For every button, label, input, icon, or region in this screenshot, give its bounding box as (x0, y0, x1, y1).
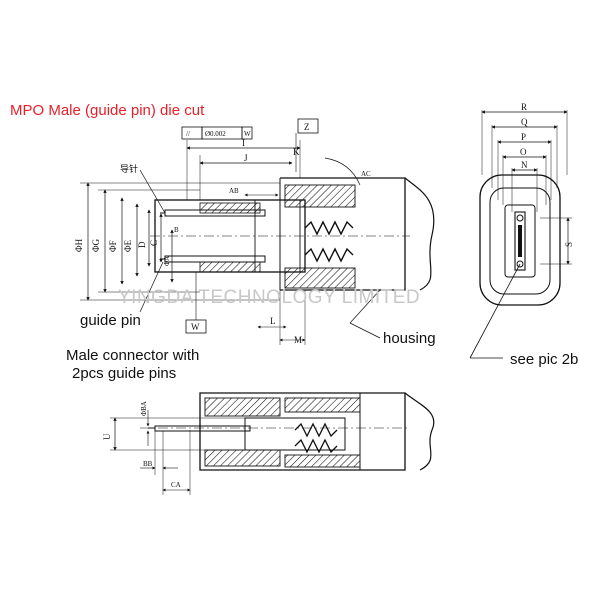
dim-z: Z (304, 122, 310, 132)
dim-phi-a: ΦA (163, 256, 171, 266)
dim-j: J (244, 153, 248, 163)
left-dimensions: ΦH ΦG ΦF ΦE D C ΦA B (74, 182, 280, 301)
spring (304, 220, 354, 263)
lower-view: ΦBA U BB CA (102, 392, 435, 495)
dim-phi-g: ΦG (91, 238, 101, 252)
dim-i: I (242, 138, 245, 148)
watermark: YINGDA TECHNOLOGY LIMITED (118, 287, 420, 308)
housing-callout: housing (383, 330, 436, 347)
tolerance-frame: // Ø0.002 W (181, 126, 253, 140)
dim-d: D (137, 241, 147, 248)
dim-ca: CA (171, 481, 181, 489)
dim-bb: BB (143, 460, 153, 468)
end-view: R Q P O N S see pic 2b (469, 102, 578, 368)
dim-l: L (270, 316, 276, 326)
see-pic-callout: see pic 2b (510, 351, 578, 368)
dim-phi-ba: ΦBA (140, 401, 148, 416)
dim-phi-h: ΦH (74, 238, 84, 252)
side-view: ΦH ΦG ΦF ΦE D C ΦA B // Ø0.002 W Z (74, 118, 436, 347)
dim-p: P (521, 132, 526, 142)
dim-b: B (174, 226, 179, 234)
top-dimensions: // Ø0.002 W Z I J K AB AC (181, 118, 371, 200)
dim-c: C (149, 240, 159, 246)
dim-s: S (564, 242, 574, 247)
dim-phi-f: ΦF (108, 240, 118, 252)
dim-ac: AC (361, 170, 371, 178)
diagram-title: MPO Male (guide pin) die cut (10, 102, 205, 119)
bottom-dimensions: W L M (185, 272, 306, 345)
dim-w: W (191, 322, 200, 332)
male-connector-line1: Male connector with (66, 347, 199, 364)
dim-m: M (294, 335, 302, 345)
dim-o: O (520, 147, 527, 157)
dim-r: R (521, 102, 527, 112)
tolerance-value: Ø0.002 (205, 130, 226, 138)
tolerance-symbol: // (186, 130, 190, 138)
chinese-guide-pin-label: 导针 (120, 163, 138, 174)
dim-u: U (102, 433, 112, 440)
guide-pin-callout: guide pin (80, 312, 141, 329)
dim-ab: AB (229, 187, 239, 195)
dim-n: N (521, 160, 528, 170)
tolerance-datum: W (244, 130, 251, 138)
dim-q: Q (521, 117, 528, 127)
dim-phi-e: ΦE (123, 239, 133, 252)
dim-k: K (293, 147, 300, 157)
male-connector-line2: 2pcs guide pins (72, 365, 176, 382)
